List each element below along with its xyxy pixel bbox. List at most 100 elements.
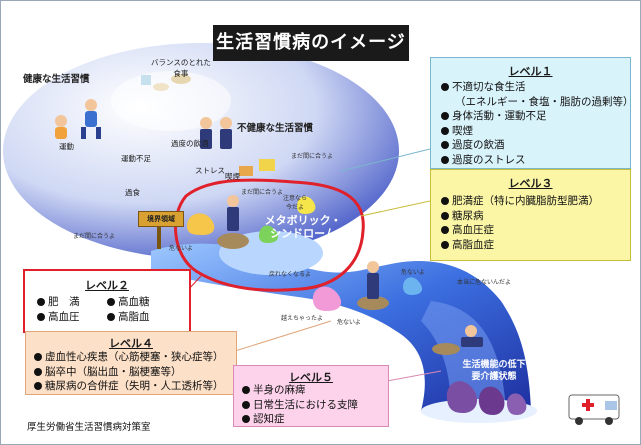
bullet-icon	[441, 83, 449, 91]
bullet-icon	[37, 298, 45, 306]
footer-credit: 厚生労働省生活習慣病対策室	[27, 422, 151, 433]
person-running	[81, 99, 101, 139]
drinking-label: 過度の飲酒	[171, 139, 209, 148]
smoking-label: 喫煙	[225, 172, 240, 181]
bullet-icon	[441, 155, 449, 164]
purple-blob	[478, 386, 505, 415]
level5-title: レベル５	[289, 371, 333, 384]
level2-item: 肥 満	[37, 295, 80, 310]
level4-item: 糖尿病の合併症（失明・人工透析等）	[34, 379, 224, 394]
bullet-icon	[242, 415, 250, 423]
border-zone-sign: 境界領域	[138, 211, 184, 227]
unhealthy-lifestyle-label: 不健康な生活習慣	[237, 123, 314, 134]
connector-level1	[340, 148, 431, 172]
metabolic-line2: シンドローム	[270, 227, 336, 240]
stress-label: ストレス	[195, 166, 225, 175]
exercise-label: 運動	[59, 142, 74, 151]
page-title: 生活習慣病のイメージ	[213, 25, 409, 61]
bullet-icon	[34, 382, 42, 390]
dangerous-label-3: 危ないよ	[337, 319, 361, 326]
level2-title: レベル２	[85, 279, 129, 292]
careful-line2: 今だよ	[286, 204, 305, 211]
level3-item: 糖尿病	[441, 209, 599, 224]
connector-level5	[386, 370, 442, 382]
bullet-icon	[242, 400, 250, 409]
waterfall	[421, 301, 506, 411]
food-icons	[141, 74, 191, 91]
bullet-icon	[441, 141, 449, 149]
bullet-icon	[441, 240, 449, 249]
purple-blob	[506, 393, 527, 415]
man-falling	[461, 325, 483, 347]
level3-item: 肥満症（特に内臓脂肪型肥満）	[441, 194, 599, 209]
bullet-icon	[107, 298, 115, 306]
level1-item: 不適切な食生活	[441, 80, 634, 95]
level4-item: 虚血性心疾患（心筋梗塞・狭心症等）	[34, 350, 224, 365]
bullet-icon	[107, 312, 115, 321]
level1-item: 過度のストレス	[441, 153, 634, 168]
level4-box: レベル４ 虚血性心疾患（心筋梗塞・狭心症等） 脳卒中（脳出血・脳梗塞等） 糖尿病…	[25, 331, 237, 395]
level5-box: レベル５ 半身の麻痺 日常生活における支障 認知症	[233, 365, 389, 427]
connector-level4	[234, 320, 332, 352]
cant-go-back-label: 戻れなくなるよ	[269, 271, 312, 278]
level3-title: レベル３	[508, 177, 553, 190]
careful-label: 注意なら 今だよ	[283, 193, 307, 211]
level3-list: 肥満症（特に内臓脂肪型肥満） 糖尿病 高血圧症 高脂血症	[441, 194, 599, 252]
bullet-icon	[441, 112, 449, 120]
really-dangerous-label: 本当に危ないんだよ	[457, 279, 512, 286]
level4-title: レベル４	[109, 337, 153, 350]
connector-level3	[360, 200, 431, 217]
dangerous-label-2: 危ないよ	[401, 269, 425, 276]
still-ok-label-1: まだ間に合うよ	[291, 153, 334, 160]
level4-item: 脳卒中（脳出血・脳梗塞等）	[34, 365, 224, 380]
level1-item: 喫煙	[441, 124, 634, 139]
businessman-left	[200, 117, 212, 149]
level1-title: レベル１	[508, 65, 553, 78]
balanced-diet-label: バランスのとれた 食事	[151, 57, 211, 79]
balanced-diet-line2: 食事	[173, 69, 189, 78]
man-on-rock	[227, 195, 239, 231]
overeat-label: 過食	[125, 188, 140, 197]
yellow-blob	[297, 196, 316, 214]
level1-item: 身体活動・運動不足	[441, 109, 634, 124]
bullet-icon	[441, 211, 449, 220]
decline-label: 生活機能の低下 要介護状態	[453, 359, 535, 383]
pink-blob	[312, 286, 342, 311]
level5-item: 日常生活における支障	[242, 398, 358, 413]
decline-line1: 生活機能の低下	[462, 360, 526, 370]
bullet-icon	[441, 126, 449, 135]
decline-line2: 要介護状態	[471, 372, 517, 382]
dangerous-label-1: 危ないよ	[169, 245, 193, 252]
balanced-diet-line1: バランスのとれた	[151, 58, 211, 67]
beyond-label: 越えちゃったよ	[281, 315, 324, 322]
junk-food	[239, 159, 275, 176]
level2-list-right: 高血糖 高脂血	[107, 295, 150, 324]
lack-exercise-label: 運動不足	[121, 154, 151, 163]
level4-list: 虚血性心疾患（心筋梗塞・狭心症等） 脳卒中（脳出血・脳梗塞等） 糖尿病の合併症（…	[34, 350, 224, 394]
healthy-lifestyle-label: 健康な生活習慣	[23, 74, 90, 85]
man-on-rock-2	[367, 261, 379, 299]
rock	[432, 343, 460, 355]
yellow-blob	[187, 213, 215, 235]
level2-item: 高脂血	[107, 310, 150, 325]
level3-item: 高脂血症	[441, 238, 599, 253]
level1-box: レベル１ 不適切な食生活 （エネルギー・食塩・脂肪の過剰等） 身体活動・運動不足…	[430, 57, 634, 169]
level1-list: 不適切な食生活 （エネルギー・食塩・脂肪の過剰等） 身体活動・運動不足 喫煙 過…	[441, 80, 634, 167]
still-ok-label-2: まだ間に合うよ	[73, 233, 116, 240]
metabolic-syndrome-label: メタボリック・ シンドローム	[263, 214, 343, 240]
bullet-icon	[34, 353, 42, 361]
blue-blob	[403, 277, 423, 295]
bullet-icon	[34, 367, 42, 376]
level1-item: （エネルギー・食塩・脂肪の過剰等）	[455, 95, 634, 108]
bullet-icon	[441, 226, 449, 234]
bullet-icon	[242, 386, 250, 394]
level2-box: レベル２ 肥 満 高血圧 高血糖 高脂血	[23, 269, 191, 333]
level1-item: 過度の飲酒	[441, 138, 634, 153]
still-ok-label-3: まだ間に合うよ	[241, 189, 284, 196]
child-jumping	[55, 115, 67, 139]
level2-list-left: 肥 満 高血圧	[37, 295, 80, 324]
bullet-icon	[37, 312, 45, 321]
green-blob	[259, 225, 279, 243]
